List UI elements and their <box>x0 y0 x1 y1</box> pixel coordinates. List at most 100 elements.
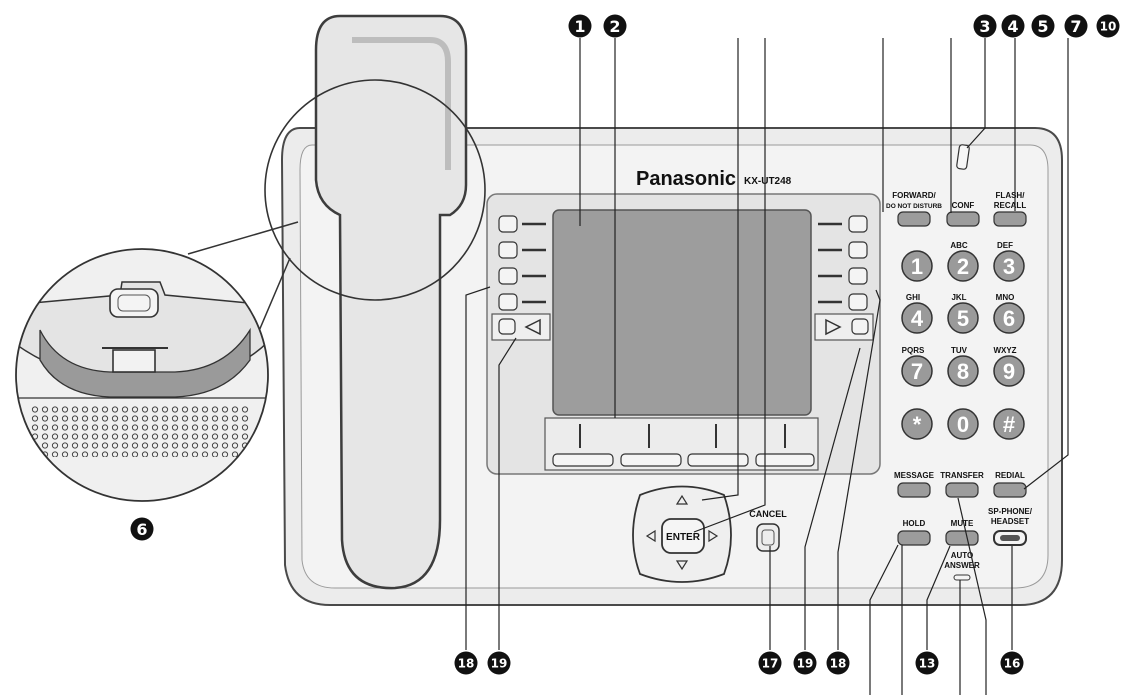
keypad-digit: 5 <box>957 306 969 331</box>
keypad-letters: DEF <box>997 241 1013 250</box>
soft-key[interactable] <box>687 453 749 467</box>
line-key[interactable] <box>848 241 868 259</box>
keypad-letters: ABC <box>950 241 968 250</box>
brand-name: Panasonic <box>636 168 736 190</box>
callout-7: 7 <box>1064 14 1088 38</box>
keypad-key-7[interactable]: 7 PQRS <box>901 346 933 387</box>
handset <box>314 14 468 590</box>
line-key[interactable] <box>498 293 518 311</box>
line-key[interactable] <box>848 215 868 233</box>
sp-phone-label-2: HEADSET <box>991 517 1029 526</box>
right-arrow-icon <box>825 318 842 336</box>
line-key[interactable] <box>498 215 518 233</box>
redial-label: REDIAL <box>995 471 1025 480</box>
keypad-letters: TUV <box>951 346 968 355</box>
keypad-key-5[interactable]: 5 JKL <box>947 293 979 334</box>
keypad-key-6[interactable]: 6 MNO <box>993 293 1025 334</box>
flash-label-1: FLASH/ <box>996 191 1026 200</box>
keypad-key-star[interactable]: * <box>901 408 933 440</box>
svg-text:16: 16 <box>1004 657 1021 671</box>
cancel-label: CANCEL <box>749 509 787 519</box>
enter-button[interactable] <box>661 518 705 554</box>
keypad-letters: MNO <box>996 293 1015 302</box>
auto-answer-label-1: AUTO <box>951 551 974 560</box>
svg-text:2: 2 <box>609 17 620 36</box>
svg-text:18: 18 <box>458 657 475 671</box>
callout-2: 2 <box>603 14 627 38</box>
keypad-letters: JKL <box>951 293 966 302</box>
message-button[interactable] <box>897 482 931 498</box>
flash-recall-button[interactable] <box>993 211 1027 227</box>
keypad-digit: 3 <box>1003 254 1015 279</box>
callout-19: 19 <box>487 651 511 675</box>
flash-label-2: RECALL <box>994 201 1027 210</box>
svg-text:17: 17 <box>762 657 779 671</box>
svg-text:6: 6 <box>136 520 147 539</box>
keypad-key-0[interactable]: 0 <box>947 408 979 440</box>
svg-text:18: 18 <box>830 657 847 671</box>
svg-text:19: 19 <box>491 657 508 671</box>
message-lamp <box>956 144 970 170</box>
forward-dnd-button[interactable] <box>897 211 931 227</box>
keypad-letters: PQRS <box>902 346 925 355</box>
enter-label: ENTER <box>666 532 701 543</box>
hook-zoom-detail <box>16 249 268 501</box>
zoom-connector-line <box>187 221 299 255</box>
keypad-digit: 1 <box>911 254 923 279</box>
soft-keys <box>552 424 815 467</box>
keypad-digit: 9 <box>1003 359 1015 384</box>
auto-answer-label-2: ANSWER <box>944 561 980 570</box>
mute-label: MUTE <box>951 519 974 528</box>
keypad-key-hash[interactable]: # <box>993 408 1025 440</box>
mute-button[interactable] <box>945 530 979 546</box>
keypad-digit: 2 <box>957 254 969 279</box>
line-key[interactable] <box>498 241 518 259</box>
line-key[interactable] <box>498 267 518 285</box>
message-label: MESSAGE <box>894 471 935 480</box>
keypad-digit: 7 <box>911 359 923 384</box>
line-key[interactable] <box>848 293 868 311</box>
redial-button[interactable] <box>993 482 1027 498</box>
handset-highlight <box>352 37 451 170</box>
svg-text:19: 19 <box>797 657 814 671</box>
callout-5: 5 <box>1031 14 1055 38</box>
keypad-key-2[interactable]: 2 ABC <box>947 241 979 282</box>
sp-phone-label-1: SP-PHONE/ <box>988 507 1033 516</box>
soft-key[interactable] <box>552 453 614 467</box>
right-line-keys <box>818 215 868 311</box>
hold-label: HOLD <box>903 519 926 528</box>
nav-right-icon <box>708 529 719 543</box>
callout-19: 19 <box>793 651 817 675</box>
keypad-key-4[interactable]: 4 GHI <box>901 293 933 334</box>
leader-lines <box>465 38 1069 695</box>
conf-button[interactable] <box>946 211 980 227</box>
callout-1: 1 <box>568 14 592 38</box>
right-page-key[interactable] <box>851 318 869 335</box>
nav-up-icon <box>675 494 689 505</box>
svg-text:5: 5 <box>1037 17 1048 36</box>
callout-13: 13 <box>915 651 939 675</box>
callout-4: 4 <box>1001 14 1025 38</box>
soft-key[interactable] <box>620 453 682 467</box>
svg-text:13: 13 <box>919 657 936 671</box>
svg-text:4: 4 <box>1007 17 1018 36</box>
transfer-button[interactable] <box>945 482 979 498</box>
hook-tab <box>112 349 156 373</box>
soft-key[interactable] <box>755 453 815 467</box>
keypad-digit: 6 <box>1003 306 1015 331</box>
transfer-label: TRANSFER <box>940 471 984 480</box>
forward-label-2: DO NOT DISTURB <box>886 203 942 210</box>
keypad-key-3[interactable]: 3 DEF <box>993 241 1025 282</box>
display-screen <box>552 209 812 416</box>
cancel-button[interactable] <box>756 523 780 552</box>
keypad-letters: GHI <box>906 293 920 302</box>
hold-button[interactable] <box>897 530 931 546</box>
line-key[interactable] <box>848 267 868 285</box>
left-page-key[interactable] <box>498 318 516 335</box>
keypad-digit: 4 <box>911 306 924 331</box>
keypad-key-1[interactable]: 1 <box>901 250 933 282</box>
